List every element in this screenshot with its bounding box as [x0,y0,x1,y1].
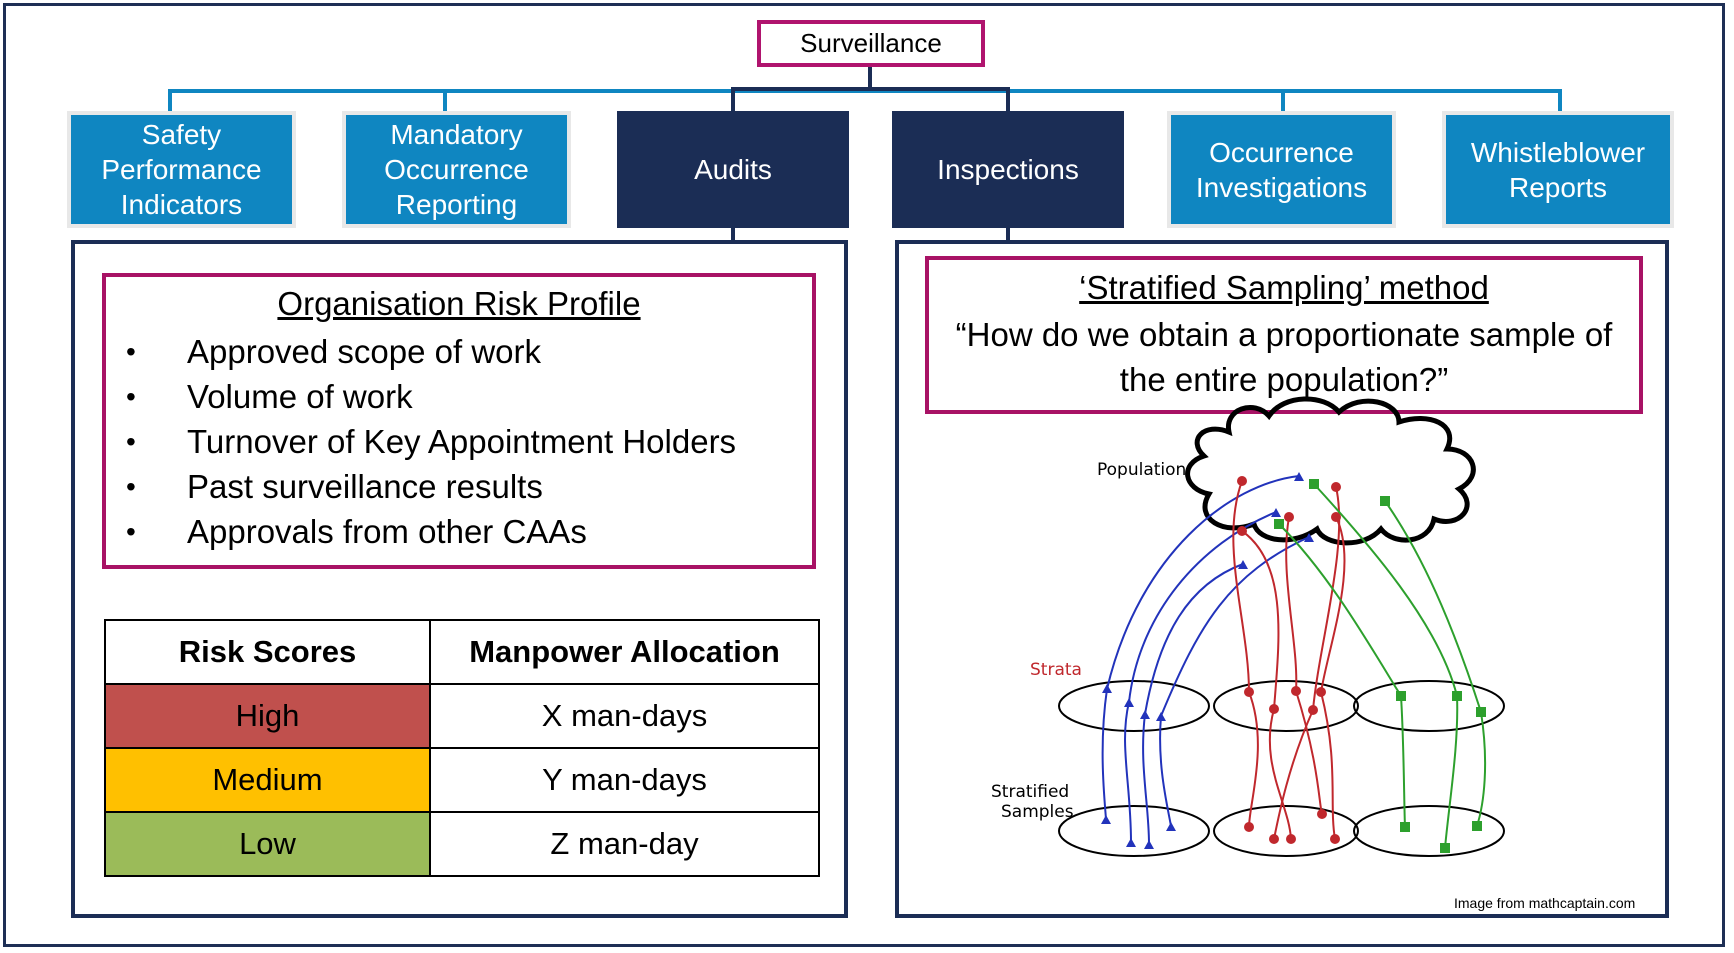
category-label: Inspections [937,154,1079,185]
manpower-allocation-table: Risk Scores Manpower Allocation High X m… [104,619,820,877]
allocation-cell: X man-days [429,683,820,749]
red-markers [1237,476,1341,844]
column-header-risk-scores: Risk Scores [104,619,431,685]
population-cloud [1185,396,1476,546]
list-item: Approvals from other CAAs [122,509,736,554]
strata-label: Strata [1030,660,1082,680]
stratified-sampling-diagram: Population Strata Stratified Samples [991,396,1505,857]
inspections-panel: ‘Stratified Sampling’ method “How do we … [895,240,1669,918]
category-label: Safety Performance Indicators [101,119,262,220]
sampling-question: “How do we obtain a proportionate sample… [955,316,1613,398]
image-credit: Image from mathcaptain.com [1454,895,1636,911]
list-item: Approved scope of work [122,329,736,374]
risk-score-cell: Medium [104,747,431,813]
category-occurrence-investigations: Occurrence Investigations [1167,111,1396,228]
stratum-red [1213,680,1359,732]
samples-label: Samples [1001,802,1074,822]
table-row: Low Z man-day [104,811,820,877]
sample-blue [1058,805,1210,857]
slide-frame [3,3,1725,947]
list-item: Past surveillance results [122,464,736,509]
sample-red [1213,805,1359,857]
table-header-row: Risk Scores Manpower Allocation [104,619,820,685]
stratified-label: Stratified [991,782,1069,802]
allocation-cell: Y man-days [429,747,820,813]
sampling-method-box: ‘Stratified Sampling’ method “How do we … [925,256,1643,414]
risk-score-cell: Low [104,811,431,877]
audits-panel: Organisation Risk Profile Approved scope… [71,240,848,918]
sampling-method-title: ‘Stratified Sampling’ method [1079,269,1489,306]
category-inspections: Inspections [892,111,1124,228]
blue-markers [1101,472,1314,849]
category-audits: Audits [617,111,849,228]
surveillance-root-box: Surveillance [757,20,985,67]
category-label: Whistleblower Reports [1470,136,1646,203]
stratum-green [1353,680,1505,732]
risk-profile-title: Organisation Risk Profile [277,285,641,322]
category-label: Occurrence Investigations [1195,136,1368,203]
allocation-cell: Z man-day [429,811,820,877]
stratum-blue [1058,680,1210,732]
sample-green [1353,805,1505,857]
table-row: Medium Y man-days [104,747,820,813]
category-whistleblower-reports: Whistleblower Reports [1442,111,1674,228]
category-mandatory-occurrence-reporting: Mandatory Occurrence Reporting [342,111,571,228]
category-label: Audits [694,154,772,185]
risk-score-cell: High [104,683,431,749]
risk-factor-list: Approved scope of work Volume of work Tu… [122,329,736,554]
risk-profile-box: Organisation Risk Profile Approved scope… [102,273,816,569]
category-safety-performance-indicators: Safety Performance Indicators [67,111,296,228]
list-item: Volume of work [122,374,736,419]
category-label: Mandatory Occurrence Reporting [384,119,529,220]
surveillance-label: Surveillance [800,28,942,58]
column-header-manpower-allocation: Manpower Allocation [429,619,820,685]
list-item: Turnover of Key Appointment Holders [122,419,736,464]
green-markers [1274,479,1486,853]
table-row: High X man-days [104,683,820,749]
population-label: Population [1097,460,1186,480]
